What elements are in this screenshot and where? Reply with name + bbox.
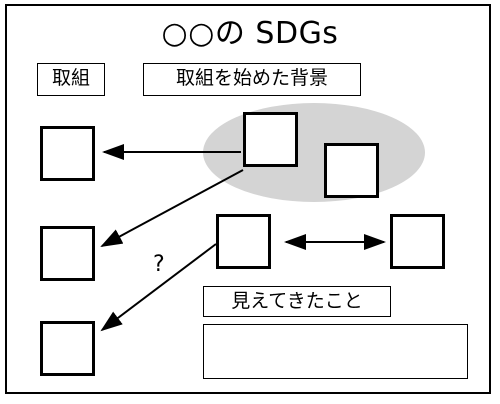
background-label: 取組を始めた背景	[143, 63, 361, 96]
arrow-middle-to-initiative-3	[100, 243, 217, 332]
question-mark: ?	[153, 252, 165, 277]
arrow-background-to-initiative-2	[100, 169, 244, 247]
background-box-1[interactable]	[243, 112, 298, 167]
initiative-box-3[interactable]	[40, 321, 95, 376]
middle-box-left[interactable]	[216, 214, 271, 269]
initiative-label: 取組	[37, 63, 105, 96]
middle-box-right[interactable]	[390, 214, 445, 269]
initiative-box-2[interactable]	[40, 226, 95, 281]
background-box-2[interactable]	[324, 143, 379, 198]
discovered-label: 見えてきたこと	[203, 286, 391, 317]
discovered-answer-box[interactable]	[203, 324, 468, 379]
worksheet-title: ○○の SDGs	[161, 16, 339, 51]
initiative-box-1[interactable]	[40, 126, 95, 181]
